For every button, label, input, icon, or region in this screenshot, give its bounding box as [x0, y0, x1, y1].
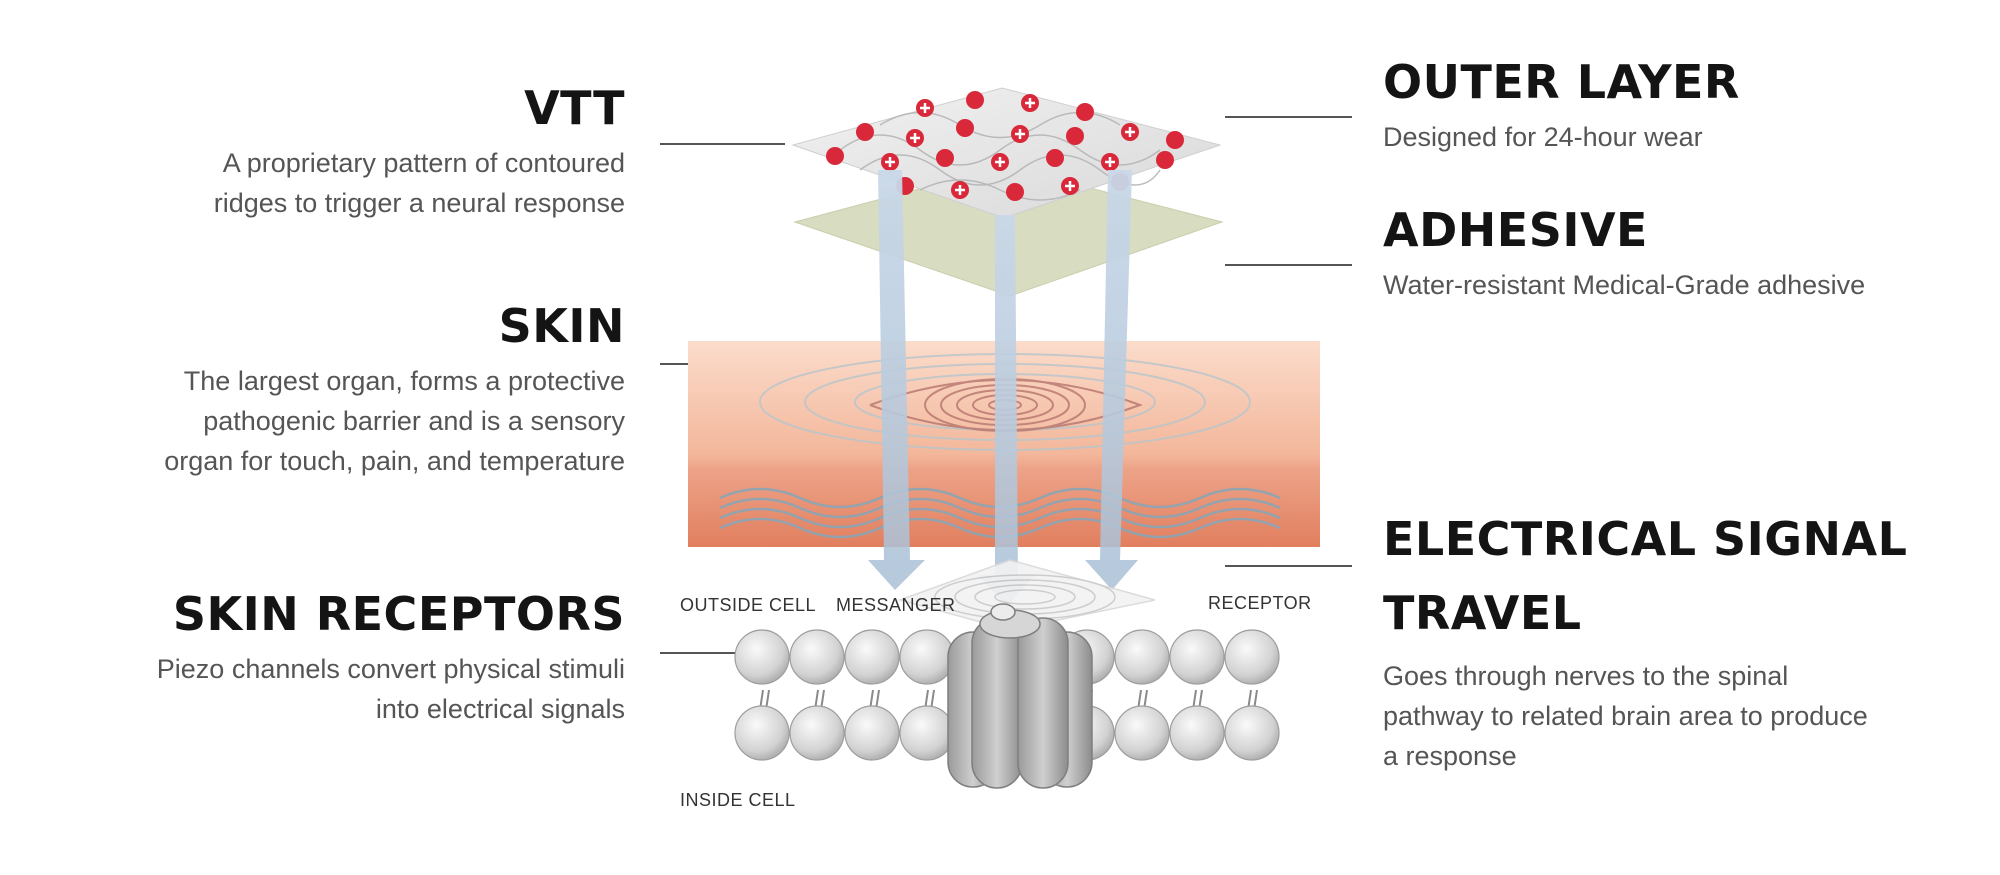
electrical-desc-line: Goes through nerves to the spinal	[1383, 661, 1789, 691]
patch-cross-marks	[885, 98, 1135, 195]
outer-layer-title: OUTER LAYER	[1383, 55, 1740, 109]
skin-receptors-description: Piezo channels convert physical stimuli …	[157, 649, 625, 729]
outer-desc-line: Designed for 24-hour wear	[1383, 121, 1703, 152]
adhesive-desc-line: Water-resistant Medical-Grade adhesive	[1383, 269, 1866, 300]
electrical-signal-description: Goes through nerves to the spinal pathwa…	[1383, 656, 1907, 776]
outer-layer-callout: OUTER LAYER Designed for 24-hour wear	[1383, 56, 1740, 157]
skin-desc-line: pathogenic barrier and is a sensory	[203, 405, 625, 436]
signal-arrow-left	[868, 170, 925, 590]
adhesive-title: ADHESIVE	[1383, 203, 1648, 257]
electrical-desc-line: pathway to related brain area to produce	[1383, 701, 1868, 731]
skin-desc-line: The largest organ, forms a protective	[183, 365, 625, 396]
skin-receptors-callout: SKIN RECEPTORS Piezo channels convert ph…	[157, 588, 625, 729]
receptors-desc-line: into electrical signals	[375, 693, 625, 724]
inside-cell-label: INSIDE CELL	[680, 790, 796, 810]
skin-description: The largest organ, forms a protective pa…	[164, 361, 625, 481]
membrane-bottom-row	[734, 705, 1280, 761]
outer-layer-description: Designed for 24-hour wear	[1383, 117, 1740, 157]
electrical-title-line: ELECTRICAL SIGNAL	[1383, 512, 1908, 566]
skin-title: SKIN	[498, 299, 625, 353]
receptors-desc-line: Piezo channels convert physical stimuli	[156, 653, 625, 684]
skin-callout: SKIN The largest organ, forms a protecti…	[164, 300, 625, 481]
piezo-channel	[947, 603, 1093, 789]
signal-arrow-right	[1085, 170, 1138, 590]
skin-desc-line: organ for touch, pain, and temperature	[164, 445, 625, 476]
vtt-desc-line: A proprietary pattern of contoured	[222, 147, 625, 178]
electrical-title-line: TRAVEL	[1383, 586, 1582, 640]
messenger-label: MESSANGER	[836, 595, 956, 615]
signal-arrow-center	[978, 215, 1035, 606]
electrical-desc-line: a response	[1383, 741, 1517, 771]
vtt-desc-line: ridges to trigger a neural response	[213, 187, 625, 218]
electrical-signal-callout: ELECTRICAL SIGNAL TRAVEL Goes through ne…	[1383, 502, 1907, 776]
vtt-description: A proprietary pattern of contoured ridge…	[214, 143, 625, 223]
patch-logo-pattern	[826, 91, 1184, 201]
skin-receptors-title: SKIN RECEPTORS	[172, 587, 625, 641]
adhesive-description: Water-resistant Medical-Grade adhesive	[1383, 265, 1865, 305]
signal-arrows	[868, 170, 1138, 606]
outside-cell-label: OUTSIDE CELL	[680, 595, 816, 615]
electrical-signal-title: ELECTRICAL SIGNAL TRAVEL	[1383, 502, 1907, 650]
vtt-title: VTT	[524, 81, 625, 135]
vtt-patch	[791, 87, 1222, 219]
adhesive-callout: ADHESIVE Water-resistant Medical-Grade a…	[1383, 204, 1865, 305]
vtt-callout: VTT A proprietary pattern of contoured r…	[214, 82, 625, 223]
receptor-label: RECEPTOR	[1208, 593, 1312, 613]
